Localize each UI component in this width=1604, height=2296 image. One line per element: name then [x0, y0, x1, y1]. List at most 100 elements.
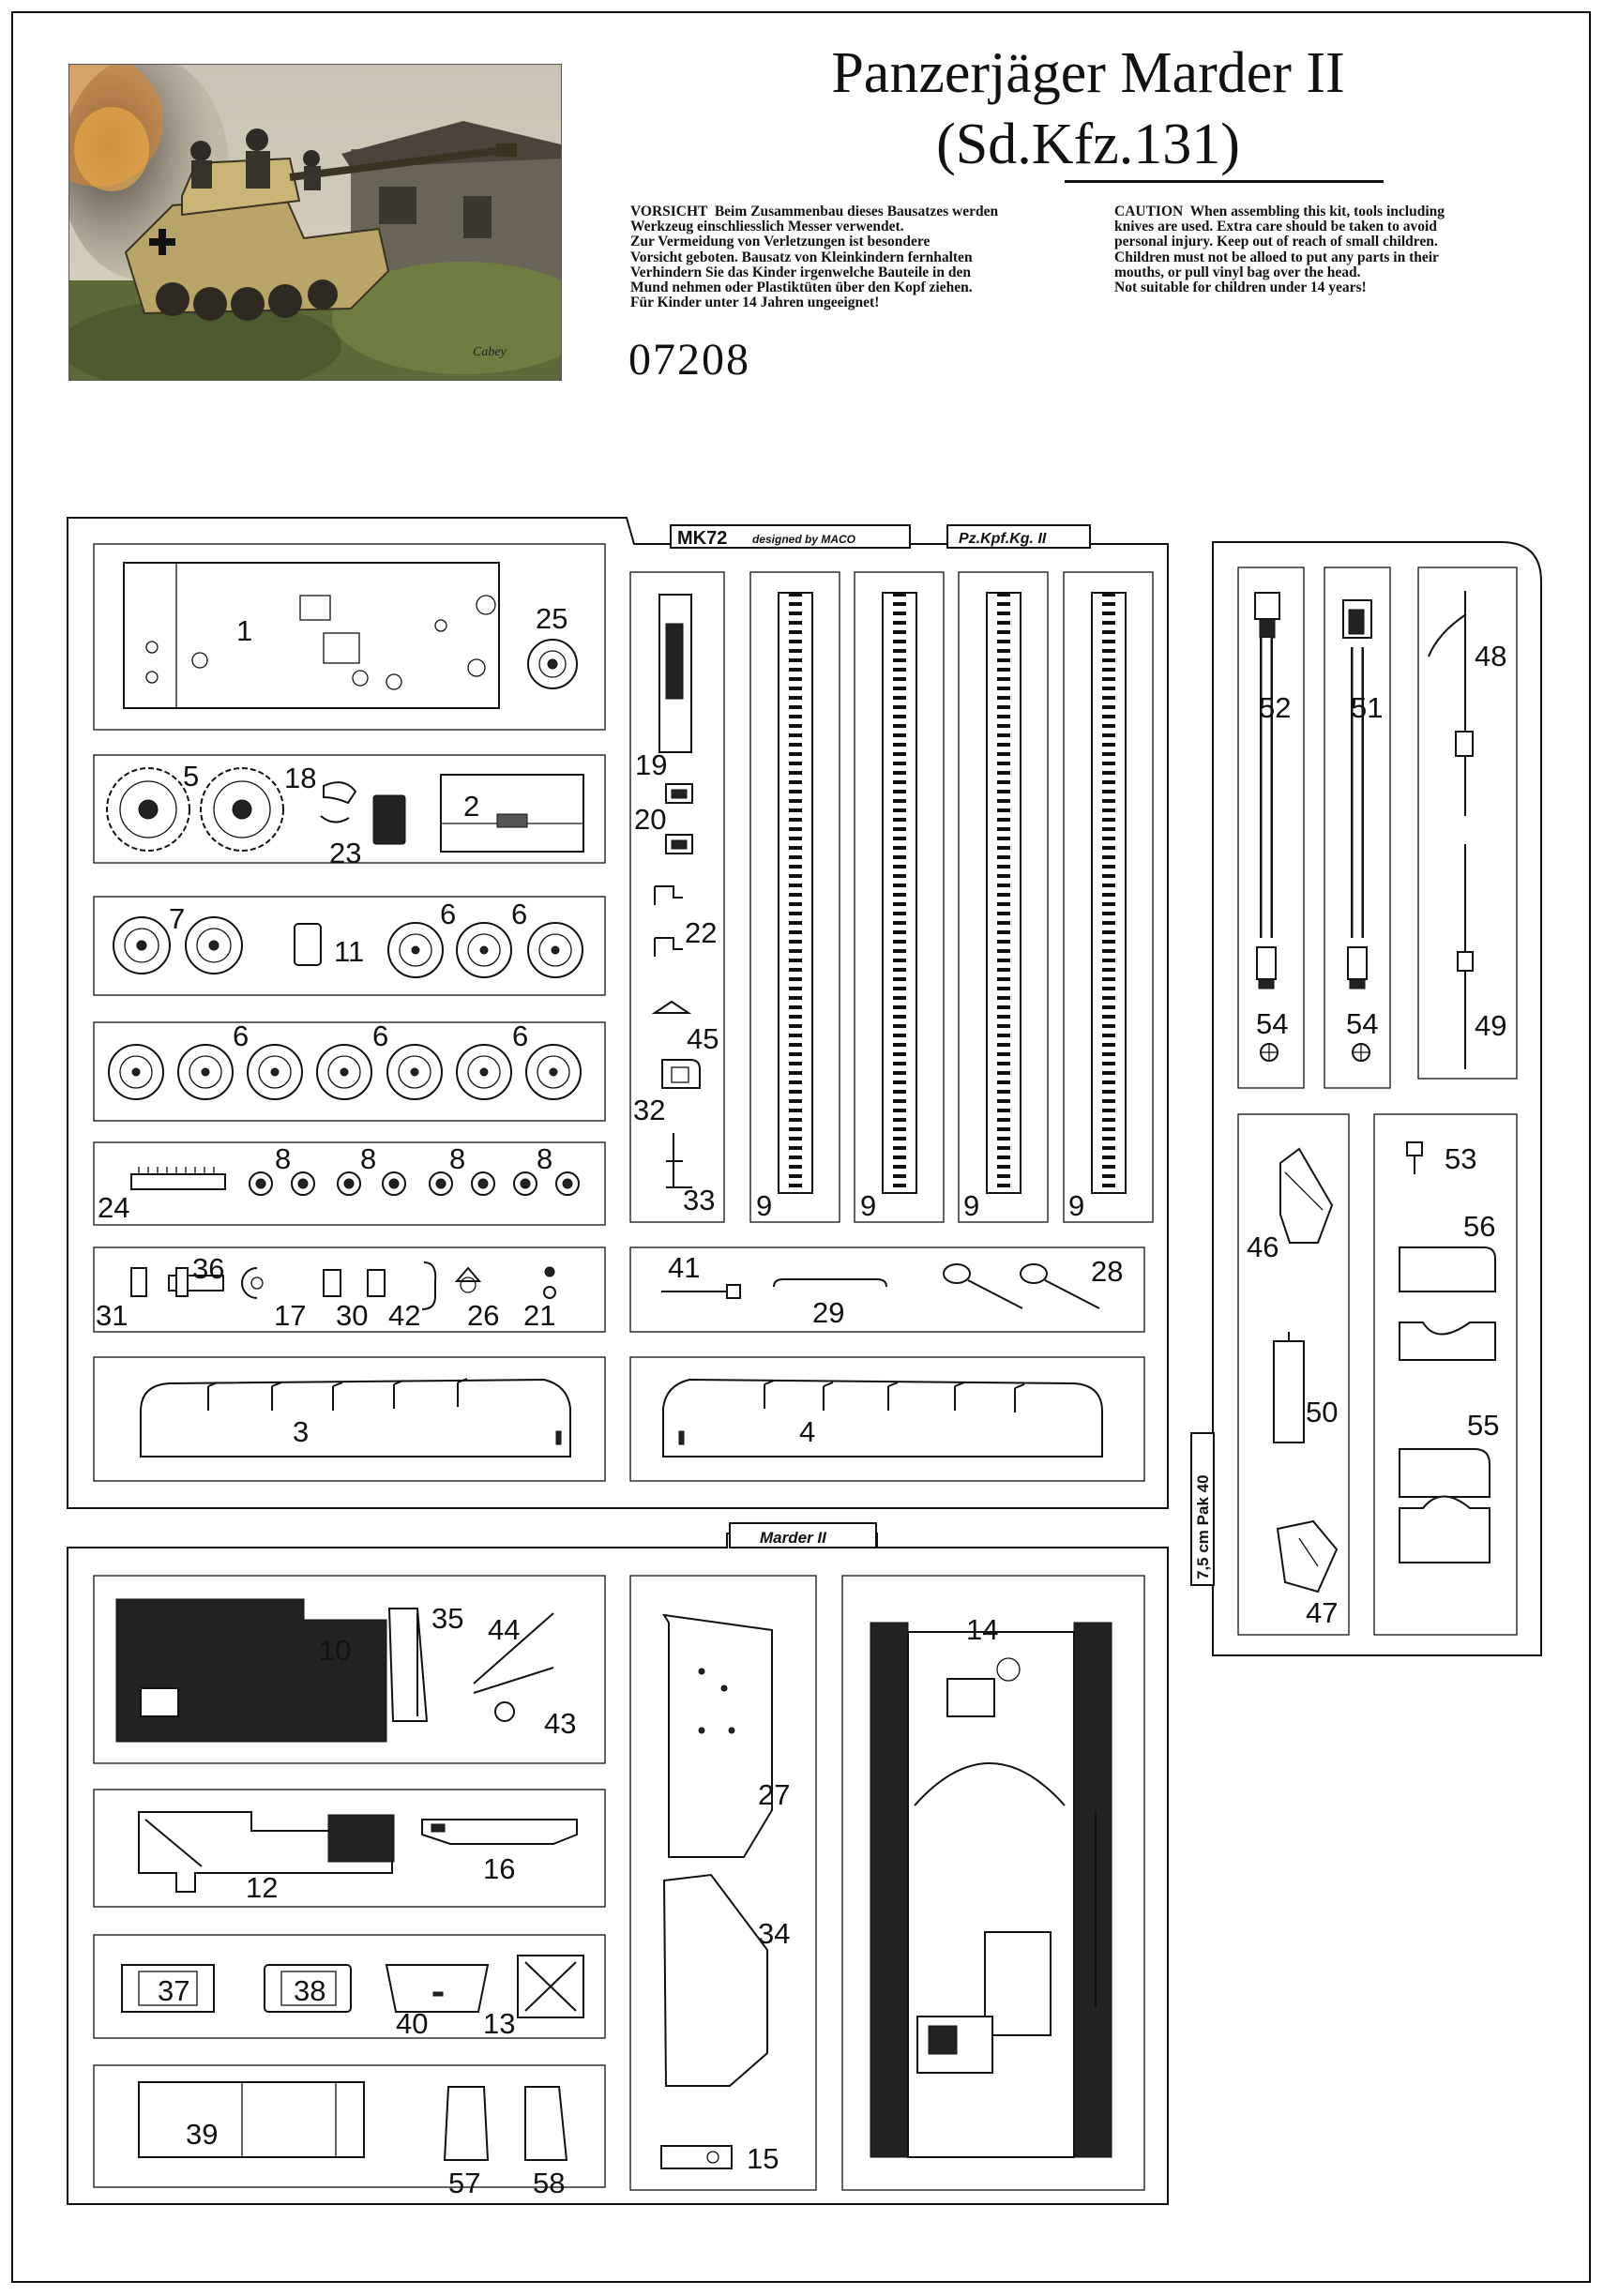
part-7-6-panel: 7 11 6 6 [93, 896, 606, 996]
part-6c-label: 6 [233, 1020, 249, 1052]
part-3-label: 3 [293, 1415, 309, 1448]
part-18-label: 18 [284, 762, 316, 794]
sprue-b: Marder II 10 35 44 43 12 16 37 38 40 13 [67, 1522, 1169, 2205]
part-56-label: 56 [1463, 1210, 1495, 1243]
part-45-label: 45 [687, 1022, 719, 1055]
warning-english: CAUTION When assembling this kit, tools … [1114, 204, 1445, 296]
part-1-panel: 1 25 [93, 543, 606, 731]
sprue-a-frame [67, 517, 1169, 1509]
part-9d-label: 9 [1068, 1189, 1084, 1222]
part-9b-label: 9 [860, 1189, 876, 1222]
product-code: 07208 [628, 335, 750, 385]
part-44-label: 44 [488, 1613, 520, 1646]
part-52-label: 52 [1259, 691, 1291, 724]
road-wheel-row [108, 1044, 582, 1100]
part-31-label: 31 [96, 1299, 128, 1332]
tools-panel: 41 29 28 [629, 1246, 1145, 1333]
part-49-label: 49 [1475, 1009, 1506, 1042]
part-58-label: 58 [533, 2167, 565, 2199]
part-17-label: 17 [274, 1299, 306, 1332]
part-11-label: 11 [334, 935, 364, 968]
part-50-label: 50 [1306, 1396, 1338, 1428]
part-22-label: 22 [685, 916, 717, 949]
part-25-label: 25 [536, 602, 567, 635]
part-21-label: 21 [523, 1299, 555, 1332]
part-35-label: 35 [431, 1602, 463, 1635]
part-33-label: 33 [683, 1184, 715, 1216]
part-5-label: 5 [183, 760, 199, 793]
part-14-label: 14 [966, 1613, 998, 1646]
part-42-label: 42 [388, 1299, 420, 1332]
part-8d-label: 8 [537, 1142, 552, 1175]
sprue-c-name: 7,5 cm Pak 40 [1194, 1474, 1212, 1579]
part-8c-label: 8 [449, 1142, 465, 1175]
part-8b-label: 8 [360, 1142, 376, 1175]
title-line-1: Panzerjäger Marder II [831, 41, 1345, 105]
part-29-label: 29 [812, 1296, 844, 1329]
part-41-label: 41 [668, 1251, 700, 1284]
part-15-label: 15 [747, 2142, 779, 2175]
small-parts-column: 19 20 22 45 32 33 [629, 571, 725, 1223]
artist-signature: Cabey [473, 345, 507, 359]
part-55-label: 55 [1467, 1409, 1499, 1442]
part-27-label: 27 [758, 1778, 790, 1811]
box-art-image: Cabey [68, 64, 562, 381]
part-36-label: 36 [192, 1252, 224, 1285]
part-8a-label: 8 [275, 1142, 291, 1175]
part-51-label: 51 [1351, 691, 1383, 724]
brand-label: MK72 [677, 528, 727, 549]
sprue-c-frame [1212, 541, 1542, 1656]
part-4-label: 4 [799, 1415, 815, 1448]
part-28-label: 28 [1091, 1255, 1123, 1288]
part-40-label: 40 [396, 2007, 428, 2040]
fender-3-panel: 3 [93, 1356, 606, 1482]
part-34-label: 34 [758, 1917, 790, 1950]
part-54a-label: 54 [1256, 1007, 1288, 1040]
designer-label: designed by MACO [752, 533, 856, 546]
part-13-label: 13 [483, 2007, 515, 2040]
part-12-label: 12 [246, 1871, 278, 1904]
sprue-a: MK72 designed by MACO Pz.Kpf.Kg. II [67, 517, 1169, 1509]
part-24-label: 24 [98, 1191, 129, 1224]
part-6a-label: 6 [440, 898, 456, 930]
part-6d-label: 6 [372, 1020, 388, 1052]
part-9a-label: 9 [756, 1189, 772, 1222]
track-runs: 9 9 9 9 [749, 571, 1154, 1223]
part-6b-label: 6 [511, 898, 527, 930]
part-5-2-panel: 5 18 23 2 [93, 754, 606, 869]
part-57-label: 57 [448, 2167, 480, 2199]
part-43-label: 43 [544, 1707, 576, 1740]
track-link-run [778, 592, 813, 1194]
part-20-label: 20 [634, 803, 666, 836]
part-2-label: 2 [463, 790, 479, 823]
part-26-label: 26 [467, 1299, 499, 1332]
part-46-label: 46 [1247, 1231, 1279, 1263]
sprue-a-brand-tag [670, 524, 911, 549]
part-19-label: 19 [635, 748, 667, 781]
part-7-label: 7 [169, 902, 185, 935]
part-6-panel: 6 6 6 [93, 1020, 606, 1122]
part-47-label: 47 [1306, 1596, 1338, 1629]
part-48-label: 48 [1475, 640, 1506, 672]
page-frame [11, 11, 1591, 2283]
part-16-label: 16 [483, 1852, 515, 1885]
fender-4-panel: 4 [629, 1356, 1145, 1482]
part-30-label: 30 [336, 1299, 368, 1332]
part-38-label: 38 [294, 1974, 325, 2007]
part-24-8-panel: 24 8 8 8 8 [93, 1141, 606, 1226]
sprue-c: 7,5 cm Pak 40 52 54 51 54 48 49 46 50 4 [1190, 541, 1542, 1656]
part-6e-label: 6 [512, 1020, 528, 1052]
sprue-b-name: Marder II [760, 1529, 827, 1547]
part-37-label: 37 [158, 1974, 189, 2007]
return-roller-row [249, 1171, 580, 1196]
part-32-label: 32 [633, 1094, 665, 1126]
part-23-label: 23 [329, 837, 361, 869]
warning-german: VORSICHT Beim Zusammenbau dieses Bausatz… [630, 204, 999, 311]
title-underline [1065, 180, 1384, 183]
part-10-label: 10 [319, 1634, 351, 1667]
sprue-a-name: Pz.Kpf.Kg. II [959, 531, 1047, 547]
part-1-label: 1 [236, 614, 252, 647]
small-parts-panel: 31 36 17 30 42 26 21 [93, 1246, 606, 1333]
part-39-label: 39 [186, 2118, 218, 2151]
